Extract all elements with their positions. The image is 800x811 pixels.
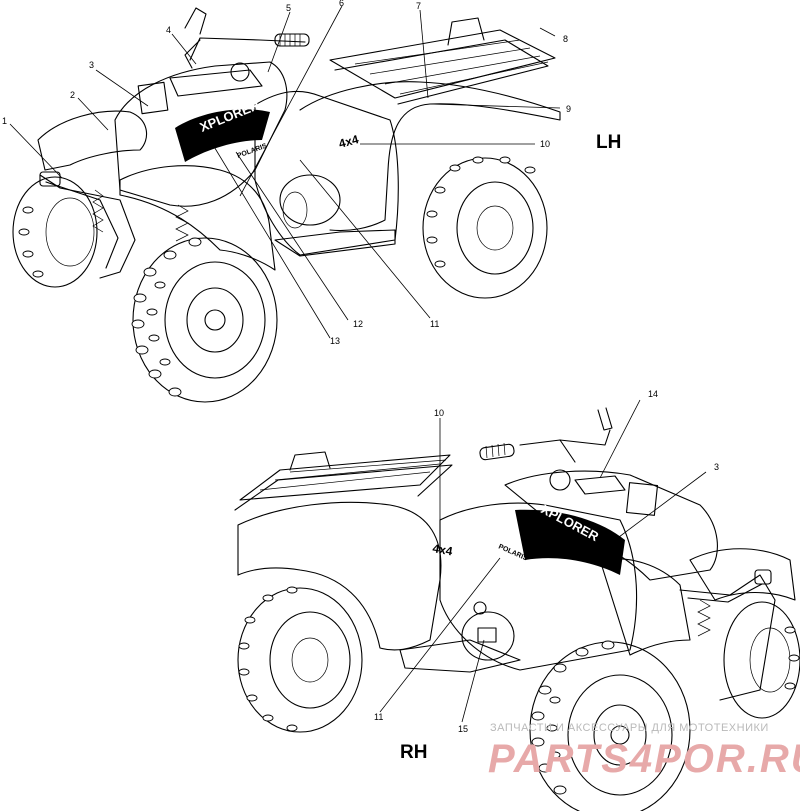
- headlight-pod-rh: [625, 482, 659, 516]
- callout-rh-3: 3: [714, 462, 719, 472]
- callout-lh-2: 2: [70, 90, 75, 100]
- rear-rack-rh: [234, 451, 453, 511]
- front-right-wheel: [12, 176, 98, 288]
- callout-leaders-lh: [9, 5, 561, 339]
- callout-lh-7: 7: [416, 1, 421, 11]
- view-label-rh: RH: [400, 742, 427, 763]
- front-left-wheel-rh: [723, 601, 800, 719]
- engine-cover-rh: [461, 611, 515, 661]
- rear-rack: [329, 17, 556, 105]
- watermark-site: PARTS4POR.RU: [488, 737, 800, 781]
- callout-lh-3: 3: [89, 60, 94, 70]
- rear-left-wheel: [422, 156, 548, 299]
- drive-decal-lh: 4x4: [337, 132, 360, 151]
- body-side-panel: [254, 90, 399, 256]
- front-fender: [37, 110, 148, 171]
- callouts-rh: 10 14 3 11 15: [374, 389, 719, 734]
- callout-lh-1: 1: [2, 116, 7, 126]
- engine-label-rh: [477, 627, 497, 643]
- front-fender-rh: [689, 548, 796, 601]
- footrest: [274, 229, 396, 257]
- front-shock-inner: [175, 204, 189, 242]
- callout-rh-11: 11: [374, 712, 383, 722]
- callout-leaders-rh: [379, 399, 707, 723]
- watermark-caption: ЗАПЧАСТИ И АКСЕССУАРЫ ДЛЯ МОТОТЕХНИКИ: [490, 722, 769, 734]
- front-shock-rh: [697, 599, 711, 637]
- rear-fender: [299, 81, 561, 232]
- callout-lh-10: 10: [540, 139, 550, 149]
- callout-rh-14: 14: [648, 389, 658, 399]
- side-stripe-decal-rh: [515, 509, 625, 575]
- callout-lh-12: 12: [353, 319, 363, 329]
- watermark: ЗАПЧАСТИ И АКСЕССУАРЫ ДЛЯ МОТОТЕХНИКИ PA…: [488, 722, 800, 781]
- atv-left-view: XPLORER POLARIS 4x4 1 2 3 4 5 6: [2, 0, 621, 403]
- callout-lh-13: 13: [330, 336, 340, 346]
- callout-lh-6: 6: [339, 0, 344, 8]
- front-shock: [92, 189, 104, 233]
- view-label-lh: LH: [596, 132, 621, 153]
- front-right-wheel-rh: [529, 640, 691, 811]
- callouts-lh: 1 2 3 4 5 6 7 8 9 10 11 12 13: [2, 0, 571, 346]
- callout-lh-5: 5: [286, 3, 291, 13]
- brand-decal-lh: POLARIS: [236, 143, 268, 160]
- drive-decal-rh: 4x4: [431, 541, 453, 558]
- callout-lh-9: 9: [566, 104, 571, 114]
- rear-fender-rh: [237, 501, 442, 651]
- callout-lh-11: 11: [430, 319, 439, 329]
- fuel-cap-rh: [549, 469, 571, 491]
- callout-lh-4: 4: [166, 25, 171, 35]
- handlebars-rh: [479, 407, 613, 463]
- handlebars: [184, 7, 310, 69]
- rear-right-wheel: [237, 586, 363, 733]
- front-left-wheel: [131, 237, 278, 403]
- front-shroud: [114, 61, 288, 207]
- headlight-pod: [137, 81, 169, 115]
- footrest-rh: [399, 639, 521, 673]
- engine-cover: [279, 174, 341, 226]
- callout-rh-10: 10: [434, 408, 444, 418]
- callout-lh-8: 8: [563, 34, 568, 44]
- fuel-cap: [230, 62, 250, 82]
- front-bumper-rh: [679, 574, 776, 701]
- side-stripe-decal: [175, 109, 270, 162]
- callout-rh-15: 15: [458, 724, 468, 734]
